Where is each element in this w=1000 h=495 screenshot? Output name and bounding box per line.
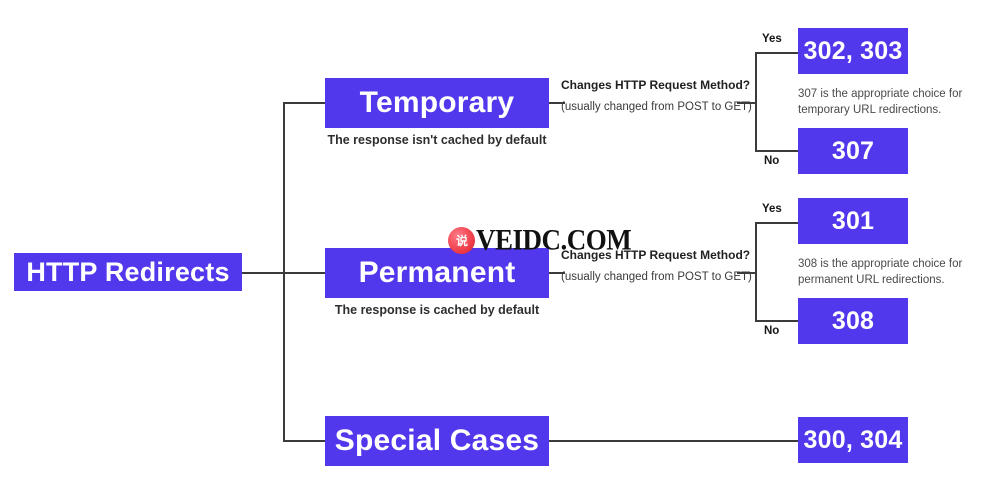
edge-label-permanent-no-text: No	[764, 325, 780, 337]
note-permanent-text: 308 is the appropriate choice for perman…	[798, 258, 963, 286]
decision-permanent: Changes HTTP Request Method? (usually ch…	[561, 248, 761, 284]
node-outcome-302-303[interactable]: 302, 303	[798, 28, 908, 74]
connector-trunk-to-temporary	[283, 102, 327, 104]
node-http-redirects[interactable]: HTTP Redirects	[14, 253, 242, 291]
node-temporary[interactable]: Temporary	[325, 78, 549, 128]
connector-temporary-split-vertical	[755, 52, 757, 151]
node-outcome-302-303-label: 302, 303	[803, 36, 903, 65]
connector-temporary-decision-in	[737, 102, 757, 104]
edge-label-temporary-yes-text: Yes	[762, 33, 782, 45]
connector-trunk-to-special	[283, 440, 327, 442]
edge-label-permanent-no: No	[764, 325, 779, 337]
watermark-logo-text: 说	[455, 233, 468, 248]
connector-permanent-split-vertical	[755, 222, 757, 321]
edge-label-temporary-yes: Yes	[762, 33, 782, 45]
connector-temporary-yes	[755, 52, 799, 54]
node-temporary-label: Temporary	[359, 86, 515, 119]
node-outcome-300-304[interactable]: 300, 304	[798, 417, 908, 463]
node-permanent-label: Permanent	[358, 256, 516, 289]
connector-trunk-to-permanent	[283, 272, 327, 274]
connector-root-to-trunk	[242, 272, 285, 274]
connector-permanent-to-decision	[549, 272, 565, 274]
decision-permanent-subtext: (usually changed from POST to GET)	[561, 271, 752, 283]
note-temporary-text: 307 is the appropriate choice for tempor…	[798, 88, 963, 116]
decision-temporary-question: Changes HTTP Request Method?	[561, 78, 751, 92]
connector-permanent-decision-in	[737, 272, 757, 274]
node-outcome-308-label: 308	[831, 306, 875, 335]
caption-permanent: The response is cached by default	[325, 303, 549, 317]
node-http-redirects-label: HTTP Redirects	[26, 256, 230, 287]
node-permanent[interactable]: Permanent	[325, 248, 549, 298]
node-special-cases-label: Special Cases	[334, 424, 540, 457]
caption-temporary: The response isn't cached by default	[325, 133, 549, 147]
node-outcome-308[interactable]: 308	[798, 298, 908, 344]
edge-label-temporary-no: No	[764, 155, 779, 167]
decision-temporary-subtext: (usually changed from POST to GET)	[561, 101, 752, 113]
note-temporary: 307 is the appropriate choice for tempor…	[798, 87, 983, 118]
connector-special-to-outcome	[549, 440, 799, 442]
note-permanent: 308 is the appropriate choice for perman…	[798, 257, 983, 288]
caption-permanent-text: The response is cached by default	[334, 303, 540, 317]
connector-permanent-yes	[755, 222, 799, 224]
connector-temporary-to-decision	[549, 102, 565, 104]
decision-permanent-question: Changes HTTP Request Method?	[561, 248, 751, 262]
node-outcome-301-label: 301	[831, 206, 875, 235]
connector-permanent-no	[755, 320, 799, 322]
node-outcome-307-label: 307	[831, 136, 875, 165]
edge-label-permanent-yes: Yes	[762, 203, 782, 215]
caption-temporary-text: The response isn't cached by default	[327, 133, 547, 147]
decision-temporary: Changes HTTP Request Method? (usually ch…	[561, 78, 761, 114]
edge-label-temporary-no-text: No	[764, 155, 780, 167]
node-outcome-307[interactable]: 307	[798, 128, 908, 174]
node-outcome-300-304-label: 300, 304	[803, 425, 903, 454]
edge-label-permanent-yes-text: Yes	[762, 203, 782, 215]
connector-temporary-no	[755, 150, 799, 152]
node-outcome-301[interactable]: 301	[798, 198, 908, 244]
node-special-cases[interactable]: Special Cases	[325, 416, 549, 466]
